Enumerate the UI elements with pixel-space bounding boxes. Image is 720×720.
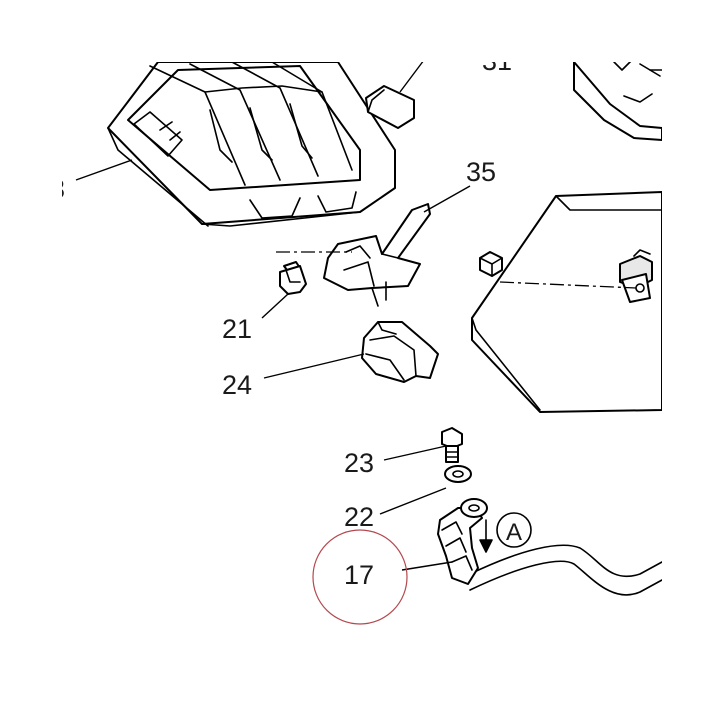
- callout-22: 22: [344, 502, 374, 532]
- fuse-box-part: [107, 61, 396, 227]
- callout-24: 24: [222, 370, 252, 400]
- bracket-part: [323, 185, 471, 307]
- crop-mask-top: [0, 0, 720, 62]
- callout-35: 35: [466, 157, 496, 187]
- assembly-line-battery: [499, 281, 637, 289]
- crop-mask-right: [662, 0, 720, 720]
- cap-part: [263, 321, 439, 383]
- highlight-circle: [312, 529, 408, 625]
- leader-3: [75, 159, 133, 181]
- callout-21: 21: [222, 314, 252, 344]
- callout-17: 17: [344, 560, 374, 590]
- battery-cable-part: [401, 498, 663, 596]
- reference-mark-circle: [496, 512, 532, 548]
- washer-part: [379, 465, 472, 515]
- callout-23: 23: [344, 448, 374, 478]
- bolt-part: [261, 261, 307, 319]
- nut-part: [479, 251, 503, 277]
- upper-right-part: [573, 57, 663, 141]
- rubber-pad-part: [365, 59, 425, 129]
- crop-mask-left: [0, 0, 62, 720]
- battery-part: [471, 191, 663, 413]
- terminal-bolt-part: [383, 427, 463, 463]
- reference-mark-label: A: [506, 519, 522, 546]
